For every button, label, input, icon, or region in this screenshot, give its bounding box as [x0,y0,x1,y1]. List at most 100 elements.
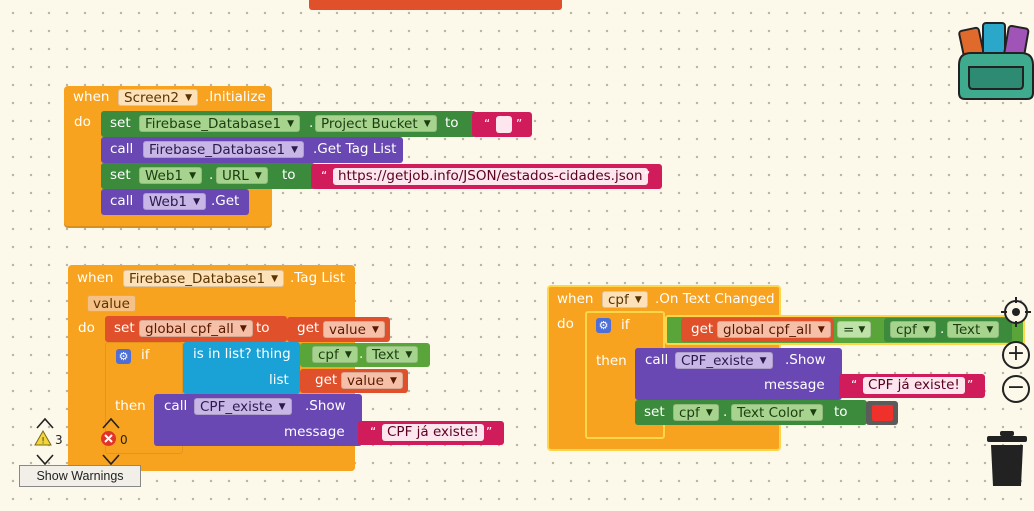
property-dropdown-url[interactable]: URL▼ [216,167,268,184]
message-label: message [764,377,825,393]
component-dropdown-firebase[interactable]: Firebase_Database1▼ [143,141,305,158]
event-name: .Initialize [205,89,266,105]
component-dropdown-cpf[interactable]: cpf▼ [890,321,936,338]
component-dropdown-firebase[interactable]: Firebase_Database1▼ [139,115,301,132]
event-name: .On Text Changed [655,291,775,307]
message-label: message [284,424,345,440]
component-dropdown-cpf[interactable]: cpf▼ [673,404,719,421]
empty-string-block[interactable]: “ ” [472,112,532,137]
component-dropdown-cpf-existe[interactable]: CPF_existe▼ [675,352,773,369]
trash-icon[interactable] [985,430,1029,488]
quote-open: “ [370,425,377,439]
do-label: do [78,320,95,336]
warning-icon: ! [34,429,52,447]
set-keyword: set [110,167,131,183]
list-label: list [269,372,289,388]
do-label: do [74,114,91,130]
set-keyword: set [644,404,665,420]
gear-icon[interactable]: ⚙ [116,349,131,364]
cpf-text-getter-block[interactable]: cpf▼ . Text▼ [300,343,430,367]
call-cpf-existe-show-block[interactable]: call CPF_existe▼ .Show message [635,348,842,400]
zoom-out-icon[interactable]: − [1002,375,1030,403]
error-count: 0 [120,433,128,447]
component-dropdown-cpf[interactable]: cpf▼ [602,291,648,308]
get-global-cpf-all-block[interactable]: get global cpf_all▼ [681,318,834,342]
component-dropdown-firebase[interactable]: Firebase_Database1▼ [123,270,285,287]
operator-dropdown-equals[interactable]: =▼ [837,321,872,338]
warning-prev-arrow[interactable] [35,414,55,429]
empty-string-value[interactable] [496,116,512,133]
set-web1-url-block[interactable]: set Web1▼ . URL▼ to [101,163,315,189]
is-in-list-label: is in list? thing [193,346,291,362]
message-string-value[interactable]: CPF já existe! [863,377,965,394]
variable-dropdown-global-cpf-all[interactable]: global cpf_all▼ [717,321,831,338]
event-block-bottom-bar [68,460,355,471]
property-dropdown-text[interactable]: Text▼ [366,346,419,363]
method-name: .Get [211,193,240,209]
call-get-tag-list-block[interactable]: call Firebase_Database1▼ .Get Tag List [101,137,403,163]
property-dropdown-project-bucket[interactable]: Project Bucket▼ [315,115,437,132]
error-prev-arrow[interactable] [101,414,121,429]
when-label: when [73,89,110,105]
component-dropdown-cpf[interactable]: cpf▼ [312,346,358,363]
property-dropdown-text[interactable]: Text▼ [947,321,1000,338]
svg-text:!: ! [41,437,45,447]
zoom-in-icon[interactable]: + [1002,341,1030,369]
backpack-icon[interactable] [955,15,1034,101]
variable-dropdown-value[interactable]: value▼ [341,372,403,389]
dot-label: . [359,346,364,362]
get-keyword: get [315,372,338,388]
cpf-text-getter-block[interactable]: cpf▼ . Text▼ [884,318,1012,342]
method-name: .Show [305,398,346,414]
target-icon[interactable] [1001,297,1031,327]
to-label: to [256,320,270,336]
quote-close: ” [644,169,651,183]
error-icon [100,430,117,447]
get-value-list-block[interactable]: get value▼ [300,369,408,393]
property-dropdown-text-color[interactable]: Text Color▼ [731,404,823,421]
if-keyword: if [621,317,630,333]
message-string-block[interactable]: “ CPF já existe! ” [358,421,504,445]
component-dropdown-web1[interactable]: Web1▼ [143,193,207,210]
message-string-block[interactable]: “ CPF já existe! ” [839,374,985,398]
quote-close: ” [516,117,523,131]
then-label: then [596,353,627,369]
dot-label: . [723,404,728,420]
color-swatch-red[interactable] [872,405,893,421]
set-keyword: set [114,320,135,336]
variable-dropdown-value[interactable]: value▼ [323,321,385,338]
call-cpf-existe-show-block[interactable]: call CPF_existe▼ .Show message [154,394,362,446]
warning-next-arrow[interactable] [35,451,55,466]
component-dropdown-screen2[interactable]: Screen2▼ [118,89,199,106]
set-cpf-text-color-block[interactable]: set cpf▼ . Text Color▼ to [635,400,867,425]
set-global-cpf-all-block[interactable]: set global cpf_all▼ to [105,316,287,342]
message-string-value[interactable]: CPF já existe! [382,424,484,441]
component-dropdown-web1[interactable]: Web1▼ [139,167,203,184]
partial-block-top[interactable] [309,0,562,10]
variable-dropdown-global-cpf-all[interactable]: global cpf_all▼ [139,320,253,337]
do-label: do [557,316,574,332]
then-label: then [115,398,146,414]
call-keyword: call [645,352,669,368]
gear-icon[interactable]: ⚙ [596,318,611,333]
call-web1-get-block[interactable]: call Web1▼ .Get [101,189,249,215]
error-next-arrow[interactable] [101,451,121,466]
if-keyword: if [141,347,150,363]
method-name: .Get Tag List [313,141,397,157]
color-block[interactable] [866,401,898,425]
to-label: to [445,115,459,131]
event-parameter-value[interactable]: value [87,295,136,312]
url-string-block[interactable]: “ https://getjob.info/JSON/estados-cidad… [311,164,662,189]
set-project-bucket-block[interactable]: set Firebase_Database1▼ . Project Bucket… [101,111,476,137]
get-keyword: get [297,320,320,336]
url-string-value[interactable]: https://getjob.info/JSON/estados-cidades… [333,168,648,185]
when-label: when [77,270,114,286]
get-value-block[interactable]: get value▼ [287,317,390,342]
is-in-list-block[interactable]: is in list? thing list [183,342,300,394]
dot-label: . [209,167,214,183]
quote-open: “ [484,117,491,131]
to-label: to [834,404,848,420]
method-name: .Show [785,352,826,368]
show-warnings-button[interactable]: Show Warnings [19,465,141,487]
component-dropdown-cpf-existe[interactable]: CPF_existe▼ [194,398,292,415]
